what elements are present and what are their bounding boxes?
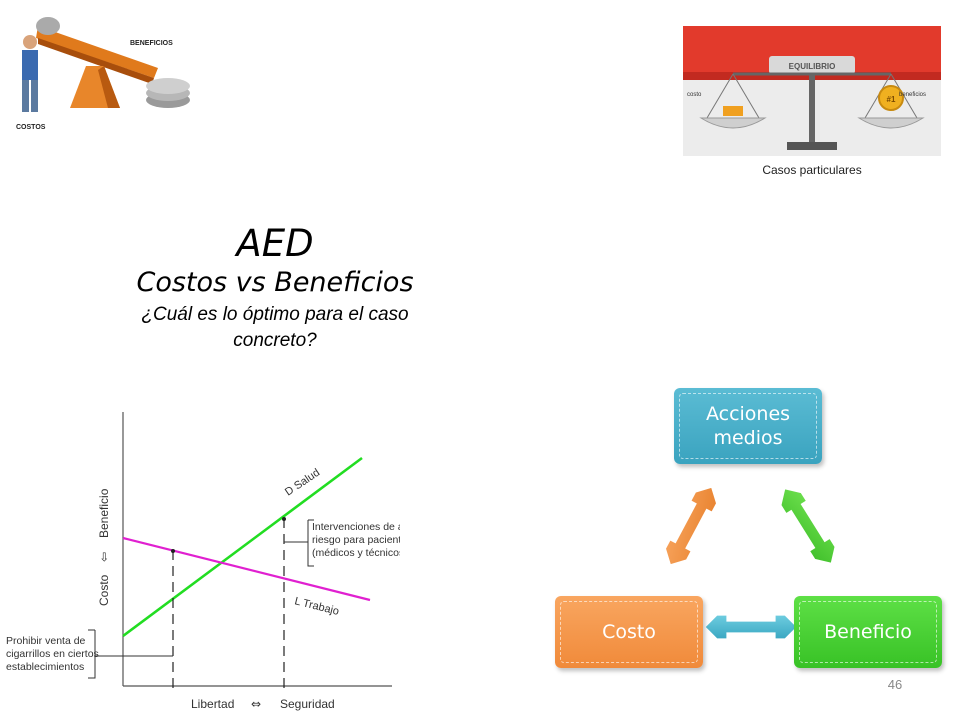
annot-right-line3: (médicos y técnicos) <box>312 547 400 559</box>
annot-right-line2: riesgo para pacientes <box>312 534 400 546</box>
d-salud-label: D Salud <box>283 467 322 499</box>
annot-left-line3: establecimientos <box>6 661 84 673</box>
y-label-beneficio: Beneficio <box>97 488 111 538</box>
page-title: AED <box>236 222 314 265</box>
scale-badge-text: #1 <box>887 95 896 104</box>
scale-banner-text: EQUILIBRIO <box>789 62 836 71</box>
cycle-node-beneficio: Beneficio <box>794 596 942 668</box>
point-left <box>171 549 175 553</box>
annot-right-bracket <box>284 519 314 567</box>
annot-left-line2: cigarrillos en ciertos <box>6 648 99 660</box>
scale-caption: Casos particulares <box>762 163 862 177</box>
page-question: ¿Cuál es lo óptimo para el caso concreto… <box>141 304 409 351</box>
cycle-node-costo-label: Costo <box>602 621 656 643</box>
seesaw-costos-label: COSTOS <box>16 124 46 131</box>
balance-scale-image: EQUILIBRIO #1 costo beneficios <box>683 26 941 156</box>
page-subtitle: Costos vs Beneficios <box>136 267 414 298</box>
cycle-node-acciones-label: Acciones medios <box>705 403 791 449</box>
arrow-costo-acciones <box>664 486 718 566</box>
seesaw-image: BENEFICIOS COSTOS <box>8 8 200 144</box>
annot-left-line1: Prohibir venta de <box>6 635 86 647</box>
annot-left-bracket <box>88 629 173 679</box>
annot-right-line1: Intervenciones de alto <box>312 521 400 533</box>
cycle-node-beneficio-label: Beneficio <box>824 621 912 643</box>
x-label-seguridad: Seguridad <box>280 697 335 711</box>
scale-right-label: beneficios <box>899 92 926 98</box>
seesaw-beneficios-label: BENEFICIOS <box>130 40 173 47</box>
title-block: AED Costos vs Beneficios ¿Cuál es lo ópt… <box>100 222 450 354</box>
d-salud-line <box>122 456 363 638</box>
cost-benefit-graph: Intervenciones de alto riesgo para pacie… <box>6 412 400 711</box>
l-trabajo-line <box>122 536 371 602</box>
x-label-libertad: Libertad <box>191 697 234 711</box>
l-trabajo-label: L Trabajo <box>293 595 340 618</box>
cycle-node-acciones-medios: Acciones medios <box>674 388 822 464</box>
page-number: 46 <box>887 677 903 692</box>
y-label-costo: Costo <box>97 574 111 606</box>
y-label-arrow: ⇦ <box>97 552 111 562</box>
x-label-arrow: ⇔ <box>251 697 261 711</box>
cycle-node-costo: Costo <box>555 596 703 668</box>
scale-left-label: costo <box>687 92 702 98</box>
arrow-costo-beneficio <box>704 614 798 640</box>
arrow-acciones-beneficio <box>780 487 836 565</box>
cycle-arrows <box>664 486 836 640</box>
point-right <box>282 517 286 521</box>
